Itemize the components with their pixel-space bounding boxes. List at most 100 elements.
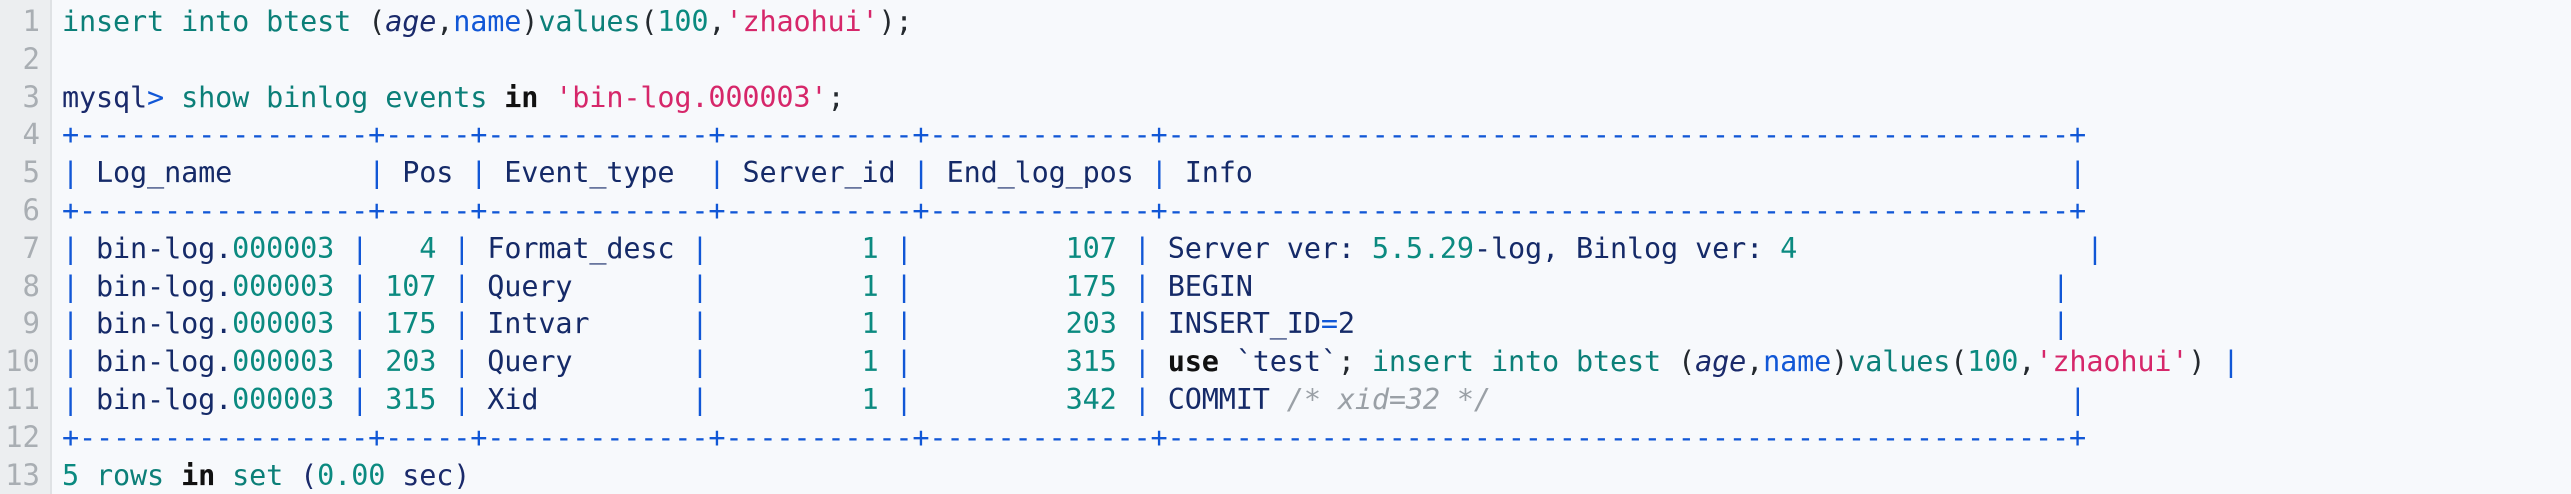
pad <box>1134 156 1151 189</box>
pad <box>436 307 453 340</box>
pad <box>879 307 896 340</box>
col-name: name <box>1763 345 1832 379</box>
pipe: | <box>62 231 97 265</box>
pipe: | <box>453 231 488 265</box>
pad <box>896 156 913 189</box>
cell-end-log-pos: 342 <box>1065 382 1117 416</box>
info-server-label: Server ver <box>1167 231 1338 265</box>
info-colon-2: : <box>1746 231 1781 265</box>
cell-log-name-prefix: bin-log. <box>96 269 233 303</box>
cell-log-name-prefix: bin-log. <box>96 231 233 265</box>
cell-log-name-prefix: bin-log. <box>96 345 233 379</box>
pipe: | <box>1150 156 1185 190</box>
cell-pos: 203 <box>385 345 437 379</box>
pipe: | <box>453 307 488 341</box>
line-number: 4 <box>22 117 40 152</box>
pipe: | <box>62 156 97 190</box>
pad <box>334 232 351 265</box>
info-equals-operator: = <box>1320 307 1338 341</box>
cell-server-id: 1 <box>861 307 879 341</box>
comma: , <box>1746 345 1764 379</box>
pad <box>436 345 453 378</box>
pad <box>725 307 861 340</box>
pipe: | <box>351 231 386 265</box>
col-name: name <box>453 5 522 38</box>
pipe: | <box>453 345 488 379</box>
pipe: | <box>351 269 386 303</box>
cell-server-id: 1 <box>861 382 879 416</box>
pipe: | <box>1133 382 1168 416</box>
comma-2: , <box>708 5 726 38</box>
cell-server-id: 1 <box>861 231 879 265</box>
cell-pos: 315 <box>385 382 437 416</box>
column-header-log-name: Log_name <box>96 156 233 190</box>
pad <box>1253 156 2069 189</box>
pad <box>879 345 896 378</box>
pad <box>879 383 896 416</box>
pad <box>572 345 691 378</box>
cell-log-name-num: 000003 <box>232 231 335 265</box>
pad <box>334 383 351 416</box>
kw-insert: insert <box>1371 345 1474 379</box>
pad <box>930 345 1066 378</box>
pipe: | <box>1133 307 1168 341</box>
pipe: | <box>895 307 930 341</box>
pipe: | <box>453 269 488 303</box>
kw-into-text: into <box>181 5 250 38</box>
ident-btest: btest <box>249 5 369 38</box>
paren-close: ) <box>1831 345 1849 379</box>
pad <box>436 232 453 265</box>
pipe: | <box>62 382 97 416</box>
line-number: 13 <box>5 457 40 492</box>
cell-server-id: 1 <box>861 345 879 379</box>
code-line-3: mysql> show binlog events in 'bin-log.00… <box>62 79 2571 117</box>
line-number: 8 <box>22 268 40 303</box>
cell-event-type: Format_desc <box>487 231 675 265</box>
num-100: 100 <box>1967 345 2019 379</box>
pipe: | <box>2052 269 2070 303</box>
kw-binlog: binlog <box>266 80 386 114</box>
pipe: | <box>351 307 386 341</box>
pad <box>1117 270 1134 303</box>
cell-log-name-num: 000003 <box>232 307 335 341</box>
info-binlog-version: 4 <box>1780 231 1798 265</box>
pad <box>453 156 470 189</box>
semicolon: ; <box>827 80 845 114</box>
table-row: | bin-log.000003 | 315 | Xid | 1 | 342 |… <box>62 381 2571 419</box>
cell-info: BEGIN <box>1167 269 1253 303</box>
pad <box>589 307 691 340</box>
pipe: | <box>2069 382 2087 416</box>
str-zhaohui: 'zhaohui' <box>2035 345 2189 379</box>
kw-in: in <box>504 80 539 114</box>
info-log-suffix: -log <box>1473 231 1542 265</box>
pipe: | <box>62 345 97 379</box>
line-number: 2 <box>22 41 40 76</box>
kw-into: into <box>1473 345 1559 379</box>
kw-values: values <box>1848 345 1951 379</box>
cell-end-log-pos: 203 <box>1065 307 1117 341</box>
kw-into <box>164 5 181 38</box>
code-content[interactable]: insert into btest (age,name)values(100,'… <box>52 0 2571 494</box>
pad <box>436 383 453 416</box>
pipe: | <box>1133 231 1168 265</box>
pad <box>1491 383 2069 416</box>
line-number-gutter: 1 2 3 4 5 6 7 8 9 10 11 12 13 <box>0 0 52 494</box>
pipe: | <box>62 307 97 341</box>
pipe: | <box>62 269 97 303</box>
line-number: 10 <box>5 344 40 379</box>
comma-2: , <box>2018 345 2036 379</box>
pad <box>538 383 691 416</box>
pad <box>1797 232 2086 265</box>
pad <box>725 270 861 303</box>
line-number: 9 <box>22 306 40 341</box>
cell-event-type: Query <box>487 269 573 303</box>
info-binlog-label: Binlog ver <box>1576 231 1747 265</box>
paren-open: ( <box>368 5 386 38</box>
pipe: | <box>2069 156 2087 190</box>
pipe: | <box>691 382 726 416</box>
table-header-row: | Log_name | Pos | Event_type | Server_i… <box>62 154 2571 192</box>
comma: , <box>436 5 454 38</box>
col-age: age <box>1695 345 1747 379</box>
column-header-info: Info <box>1184 156 1253 190</box>
prompt-gt-icon: > <box>147 80 165 114</box>
